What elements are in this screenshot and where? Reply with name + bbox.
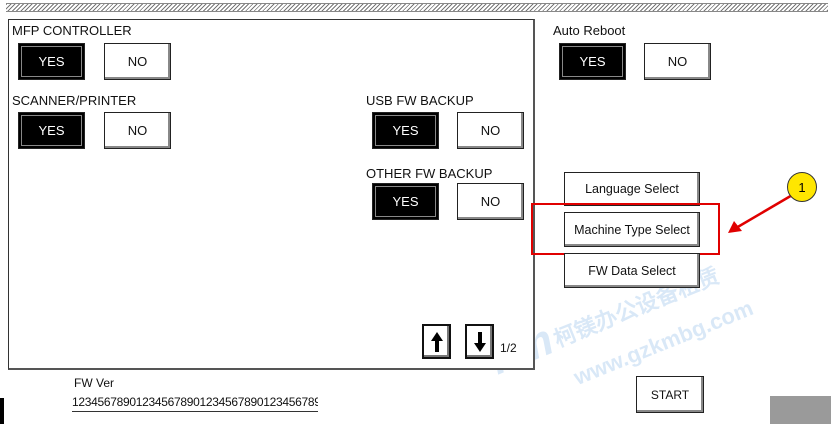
usb-fw-backup-no-button[interactable]: NO bbox=[457, 112, 524, 149]
corner-tab bbox=[770, 396, 831, 424]
mfp-controller-no-button[interactable]: NO bbox=[104, 43, 171, 80]
callout-arrow-icon bbox=[728, 192, 795, 233]
scanner-printer-yes-button[interactable]: YES bbox=[18, 112, 85, 149]
settings-panel bbox=[8, 19, 535, 370]
arrow-up-icon bbox=[430, 331, 443, 352]
fw-data-select-button[interactable]: FW Data Select bbox=[564, 253, 700, 288]
usb-fw-backup-yes-button[interactable]: YES bbox=[372, 112, 439, 149]
mfp-controller-label: MFP CONTROLLER bbox=[12, 23, 132, 38]
fw-ver-value: 123456789012345678901234567890123456789 bbox=[72, 395, 318, 412]
page-up-button[interactable] bbox=[422, 324, 451, 359]
edge-marker bbox=[0, 398, 4, 424]
auto-reboot-yes-button[interactable]: YES bbox=[559, 43, 626, 80]
top-border bbox=[6, 3, 828, 12]
page-indicator: 1/2 bbox=[500, 341, 517, 355]
scanner-printer-label: SCANNER/PRINTER bbox=[12, 93, 137, 108]
scanner-printer-no-button[interactable]: NO bbox=[104, 112, 171, 149]
arrow-down-icon bbox=[473, 331, 486, 352]
language-select-button[interactable]: Language Select bbox=[564, 172, 700, 206]
fw-ver-label: FW Ver bbox=[74, 376, 115, 390]
auto-reboot-label: Auto Reboot bbox=[553, 23, 626, 38]
page-down-button[interactable] bbox=[465, 324, 494, 359]
mfp-controller-yes-button[interactable]: YES bbox=[18, 43, 85, 80]
other-fw-backup-yes-button[interactable]: YES bbox=[372, 183, 439, 220]
start-button[interactable]: START bbox=[636, 376, 704, 413]
other-fw-backup-label: OTHER FW BACKUP bbox=[366, 166, 493, 181]
auto-reboot-no-button[interactable]: NO bbox=[644, 43, 711, 80]
machine-type-select-button[interactable]: Machine Type Select bbox=[564, 212, 700, 247]
other-fw-backup-no-button[interactable]: NO bbox=[457, 183, 524, 220]
callout-number: 1 bbox=[787, 172, 817, 202]
usb-fw-backup-label: USB FW BACKUP bbox=[366, 93, 474, 108]
